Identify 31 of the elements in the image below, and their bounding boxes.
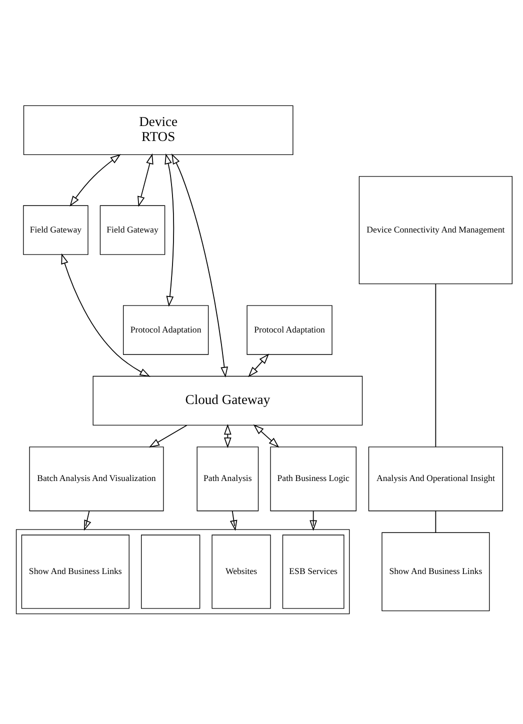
arrow — [84, 510, 92, 530]
connector — [435, 282, 436, 447]
arrow — [138, 152, 154, 206]
arrow — [230, 510, 238, 530]
node-box: Device RTOS — [23, 104, 294, 154]
node-box: Protocol Adaptation — [123, 304, 209, 354]
arrow — [253, 424, 280, 448]
node-box: Field Gateway — [100, 204, 166, 254]
arrow — [164, 152, 174, 306]
arrow — [148, 424, 188, 448]
arrow — [70, 154, 121, 206]
arrow — [248, 353, 270, 377]
arrow — [172, 153, 228, 378]
node-box: Cloud Gateway — [92, 375, 363, 426]
cluster — [16, 528, 350, 614]
node-box: Protocol Adaptation — [246, 304, 332, 354]
node-box: Field Gateway — [23, 204, 88, 254]
node-box: Show And Business Links — [21, 534, 130, 608]
node-box: Path Business Logic — [270, 446, 356, 511]
node-box: Analysis And Operational Insight — [368, 446, 503, 511]
arrow — [61, 252, 150, 376]
node-box: Device Connectivity And Management — [358, 176, 512, 284]
arrow — [310, 510, 318, 530]
node-box: Show And Business Links — [382, 532, 490, 611]
node-box: Websites — [212, 534, 271, 608]
node-box: Path Analysis — [196, 446, 259, 511]
node-box: ESB Services — [282, 534, 344, 608]
node-box — [141, 534, 200, 608]
node-box: Batch Analysis And Visualization — [29, 446, 164, 511]
arrow — [224, 423, 232, 448]
connector — [435, 510, 436, 532]
